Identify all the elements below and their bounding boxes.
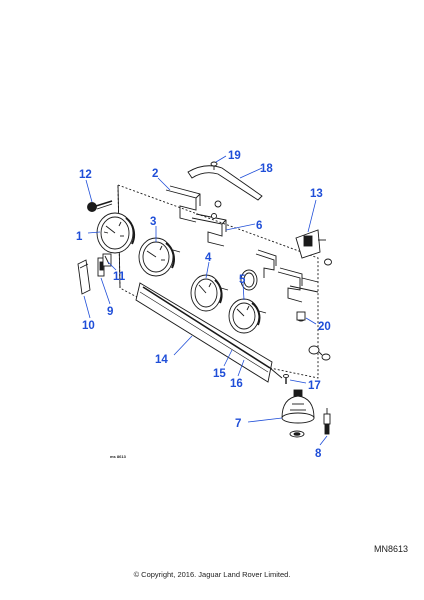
callout-18: 18	[260, 163, 273, 175]
callout-19: 19	[228, 150, 241, 162]
bottom-trim-strip	[135, 282, 273, 383]
sensor-8	[323, 408, 331, 435]
screw-19	[210, 161, 218, 170]
callout-2: 2	[152, 168, 158, 180]
copyright-notice: © Copyright, 2016. Jaguar Land Rover Lim…	[133, 570, 291, 579]
callout-10: 10	[82, 320, 95, 332]
callout-11: 11	[113, 271, 126, 283]
callout-6: 6	[256, 220, 262, 232]
callout-17: 17	[308, 380, 321, 392]
trim-strip-end	[269, 367, 283, 379]
lens-10	[77, 259, 91, 295]
callout-8: 8	[315, 448, 322, 460]
gauge-5	[228, 298, 267, 334]
callout-1: 1	[76, 231, 83, 243]
callout-16: 16	[230, 378, 243, 390]
trim-strip-edge	[142, 286, 271, 369]
diagram-tag: ms 8613	[110, 454, 127, 459]
callout-20: 20	[318, 321, 331, 333]
bracket-right-lower	[277, 267, 319, 303]
bracket-2	[165, 185, 222, 223]
callout-13: 13	[310, 188, 323, 200]
callout-3: 3	[150, 216, 156, 228]
callout-4: 4	[205, 252, 212, 264]
trim-strip-inner	[139, 291, 269, 373]
callout-15: 15	[213, 368, 226, 380]
small-gauge	[240, 269, 258, 291]
gauge-1	[96, 212, 136, 254]
callout-14: 14	[155, 354, 168, 366]
callout-7: 7	[235, 418, 241, 430]
callout-9: 9	[107, 306, 113, 318]
sender-unit-7	[281, 389, 315, 438]
switch-13	[295, 229, 332, 266]
gauge-3	[138, 237, 181, 277]
drawing-layer	[77, 161, 332, 438]
reference-code: MN8613	[373, 544, 408, 554]
bracket-6	[191, 213, 227, 247]
knob-12	[87, 200, 113, 212]
part-20	[296, 311, 306, 322]
bracket-right-upper	[255, 249, 277, 278]
strap-18	[187, 165, 263, 201]
callout-5: 5	[239, 274, 246, 286]
gauge-4	[190, 274, 229, 312]
callout-labels: 1 2 3 4 5 6 7 8 9 10 11 12 13 14 15 16 1…	[76, 150, 331, 460]
screw-17	[283, 373, 289, 384]
leader-lines	[83, 155, 328, 446]
connector-right	[308, 345, 331, 361]
callout-12: 12	[79, 169, 92, 181]
